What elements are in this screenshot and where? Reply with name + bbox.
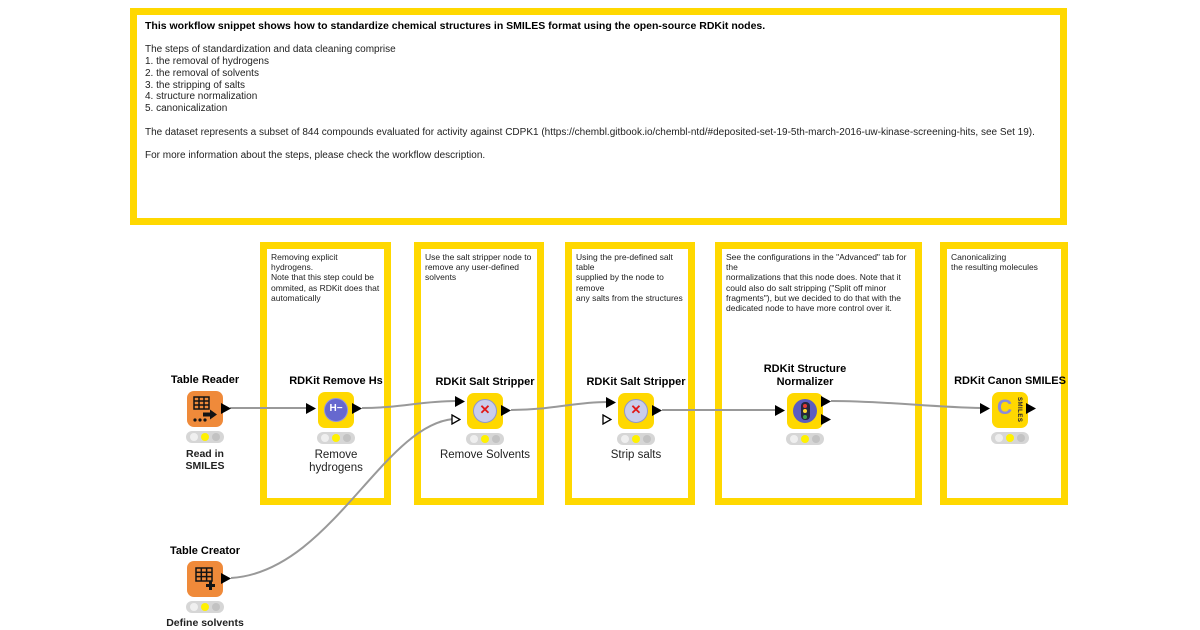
remove-hs-output-port[interactable] — [352, 403, 362, 414]
table-creator-status-light — [186, 601, 224, 613]
status-red-off — [321, 434, 329, 442]
table-reader-status-light — [186, 431, 224, 443]
node-title-canon-smiles: RDKit Canon SMILES — [954, 375, 1066, 387]
structure-normalizer-input-port[interactable] — [775, 405, 785, 416]
workflow-annotation-top[interactable]: This workflow snippet shows how to stand… — [130, 8, 1067, 225]
status-red-off — [621, 435, 629, 443]
node-label-remove-hs: Remove hydrogens — [309, 449, 363, 475]
structure-normalizer-icon — [793, 399, 817, 423]
structure-normalizer-status-light — [786, 433, 824, 445]
node-title-table-creator: Table Creator — [169, 545, 241, 557]
canon-smiles-output-port[interactable] — [1026, 403, 1036, 414]
annotation-box-remove-solvents[interactable]: Use the salt stripper node to remove any… — [414, 242, 544, 505]
canon-smiles-c-glyph: C — [997, 396, 1013, 419]
node-label-salt-stripper-1: Remove Solvents — [439, 449, 531, 461]
annotation-text: Removing explicit hydrogens. Note that t… — [271, 252, 380, 303]
canon-smiles-input-port[interactable] — [980, 403, 990, 414]
salt-stripper-1-optional-input-port[interactable] — [451, 414, 461, 425]
canon-smiles-status-light — [991, 432, 1029, 444]
status-red-off — [190, 603, 198, 611]
node-label-salt-stripper-2: Strip salts — [610, 449, 662, 461]
table-creator-output-port[interactable] — [221, 573, 231, 584]
annotation-text: Canonicalizing the resulting molecules — [951, 252, 1038, 273]
status-yellow-on — [1006, 434, 1014, 442]
status-yellow-on — [801, 435, 809, 443]
rdkit-salt-stripper-1-node-icon[interactable]: ✕ — [467, 393, 503, 429]
salt-stripper-2-input-port[interactable] — [606, 397, 616, 408]
annotation-box-normalizer[interactable]: See the configurations in the "Advanced"… — [715, 242, 922, 505]
salt-stripper-icon: ✕ — [473, 399, 497, 423]
salt-stripper-1-status-light — [466, 433, 504, 445]
node-label-table-creator: Define solvents — [166, 617, 244, 629]
table-reader-node-icon[interactable] — [187, 391, 223, 427]
rdkit-canon-smiles-node-icon[interactable]: C SMILES — [992, 392, 1028, 428]
status-red-off — [790, 435, 798, 443]
status-yellow-on — [332, 434, 340, 442]
status-yellow-on — [481, 435, 489, 443]
status-red-off — [190, 433, 198, 441]
status-yellow-on — [201, 433, 209, 441]
table-creator-node-icon[interactable] — [187, 561, 223, 597]
remove-hs-icon: H− — [324, 398, 348, 422]
annotation-box-strip-salts[interactable]: Using the pre-defined salt table supplie… — [565, 242, 695, 505]
annotation-title: This workflow snippet shows how to stand… — [145, 20, 766, 32]
status-yellow-on — [201, 603, 209, 611]
status-green-off — [343, 434, 351, 442]
status-green-off — [1017, 434, 1025, 442]
annotation-body: The steps of standardization and data cl… — [145, 44, 1035, 162]
node-title-salt-stripper-1: RDKit Salt Stripper — [435, 376, 535, 388]
salt-stripper-icon: ✕ — [624, 399, 648, 423]
node-title-table-reader: Table Reader — [170, 374, 240, 386]
glyph-red-dot — [803, 403, 807, 408]
salt-stripper-1-output-port[interactable] — [501, 405, 511, 416]
status-green-off — [492, 435, 500, 443]
traffic-signal-glyph — [800, 402, 810, 420]
status-yellow-on — [632, 435, 640, 443]
annotation-box-canonicalize[interactable]: Canonicalizing the resulting molecules — [940, 242, 1068, 505]
node-title-salt-stripper-2: RDKit Salt Stripper — [586, 376, 686, 388]
canon-smiles-vertical-text: SMILES — [1016, 397, 1022, 423]
table-reader-icon — [193, 396, 217, 422]
status-green-off — [212, 603, 220, 611]
salt-stripper-2-optional-input-port[interactable] — [602, 414, 612, 425]
table-creator-icon — [195, 567, 215, 590]
node-label-table-reader: Read in SMILES — [185, 448, 225, 473]
table-reader-output-port[interactable] — [221, 403, 231, 414]
status-green-off — [643, 435, 651, 443]
salt-stripper-1-input-port[interactable] — [455, 396, 465, 407]
rdkit-structure-normalizer-node-icon[interactable] — [787, 393, 823, 429]
remove-hs-status-light — [317, 432, 355, 444]
status-red-off — [470, 435, 478, 443]
node-title-structure-normalizer: RDKit Structure Normalizer — [763, 363, 847, 388]
structure-normalizer-output-port-top[interactable] — [821, 396, 831, 407]
glyph-green-dot — [803, 414, 807, 419]
rdkit-salt-stripper-2-node-icon[interactable]: ✕ — [618, 393, 654, 429]
salt-stripper-2-status-light — [617, 433, 655, 445]
remove-hs-input-port[interactable] — [306, 403, 316, 414]
status-green-off — [812, 435, 820, 443]
structure-normalizer-output-port-bottom[interactable] — [821, 414, 831, 425]
node-title-remove-hs: RDKit Remove Hs — [289, 375, 383, 387]
rdkit-remove-hs-node-icon[interactable]: H− — [318, 392, 354, 428]
status-red-off — [995, 434, 1003, 442]
status-green-off — [212, 433, 220, 441]
annotation-text: See the configurations in the "Advanced"… — [726, 252, 907, 313]
annotation-text: Use the salt stripper node to remove any… — [425, 252, 532, 283]
glyph-yellow-dot — [803, 409, 807, 413]
salt-stripper-2-output-port[interactable] — [652, 405, 662, 416]
annotation-text: Using the pre-defined salt table supplie… — [576, 252, 683, 303]
